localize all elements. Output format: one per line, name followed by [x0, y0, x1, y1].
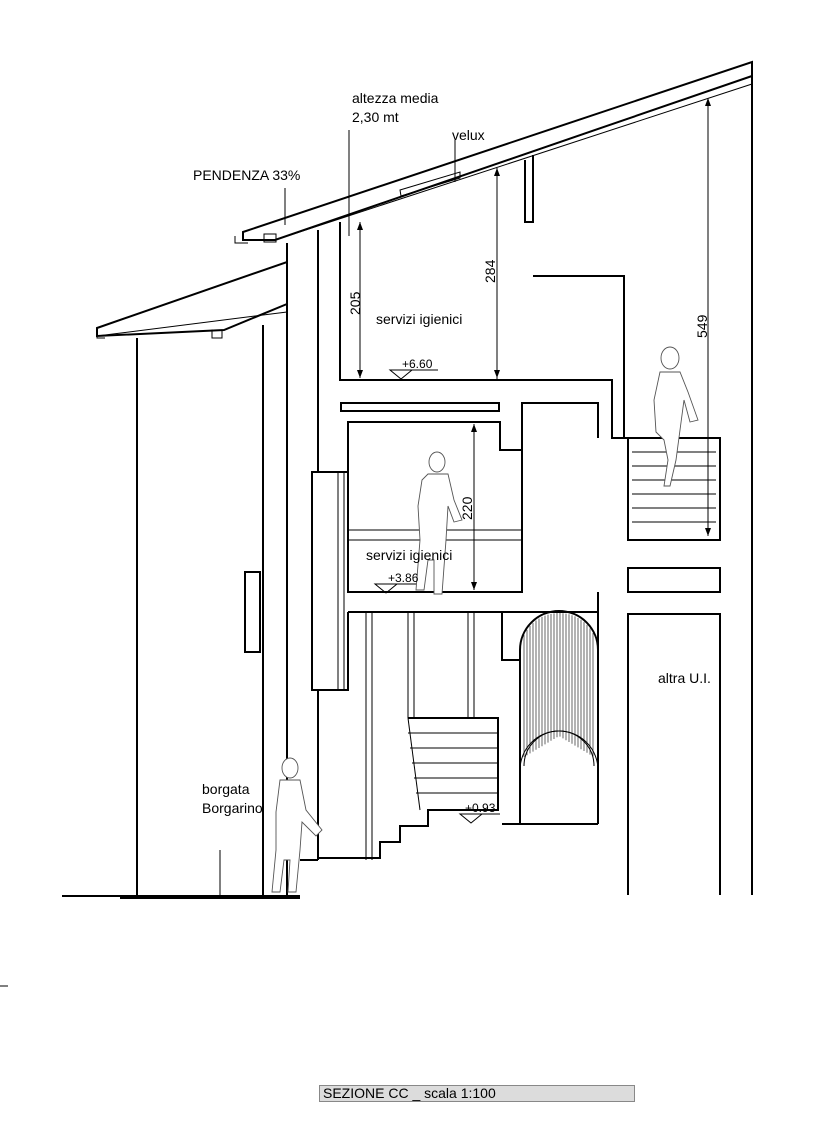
person-figure-upper — [653, 346, 699, 487]
section-caption: SEZIONE CC _ scala 1:100 — [319, 1085, 635, 1102]
label-servizi-middle: servizi igienici — [366, 547, 452, 563]
level-660: +6.60 — [402, 357, 433, 371]
label-velux: velux — [452, 127, 485, 143]
velux-window — [399, 171, 461, 197]
main-roof — [234, 60, 753, 895]
label-servizi-upper: servizi igienici — [376, 311, 462, 327]
level-093: +0.93 — [465, 801, 496, 815]
upper-slab — [318, 402, 599, 690]
level-marker-093 — [458, 813, 500, 824]
dimension-284: 284 — [482, 259, 498, 283]
person-figure-middle — [415, 451, 463, 595]
level-marker-660 — [388, 369, 438, 380]
label-altra-ui: altra U.I. — [658, 670, 711, 686]
arched-door — [519, 610, 599, 824]
label-pendenza: PENDENZA 33% — [193, 167, 300, 183]
dimension-lines — [284, 98, 711, 590]
lower-posts — [365, 612, 599, 860]
label-borgata: borgata — [202, 781, 250, 797]
lower-roof — [96, 260, 288, 339]
dimension-549: 549 — [694, 314, 710, 338]
dimension-205: 205 — [347, 291, 363, 315]
person-figure-lower — [271, 757, 323, 893]
structure-walls — [286, 155, 721, 895]
label-altezza-media: altezza media — [352, 90, 439, 106]
lower-staircase — [318, 717, 499, 859]
label-altezza-value: 2,30 mt — [352, 109, 399, 125]
adjacent-building — [136, 325, 264, 895]
label-borgarino: Borgarino — [202, 800, 263, 816]
level-386: +3.86 — [388, 571, 419, 585]
dimension-220: 220 — [459, 496, 475, 520]
ground-line — [62, 895, 300, 899]
